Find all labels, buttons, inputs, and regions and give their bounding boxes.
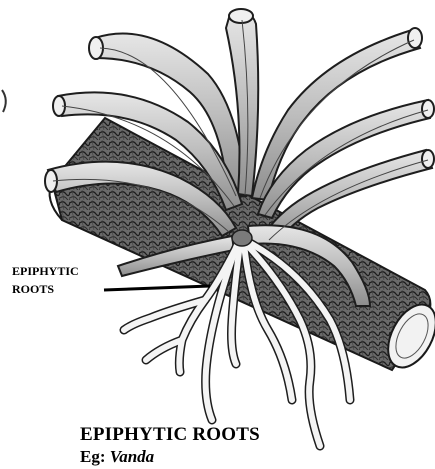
callout-label-line1: EPIPHYTIC [12,264,79,279]
caption-example: Eg: Vanda [80,447,154,467]
edge-stroke [2,90,6,112]
stem-base [232,230,252,246]
caption-title: EPIPHYTIC ROOTS [80,424,260,446]
label-leader-line [104,286,210,290]
caption-example-species: Vanda [110,447,154,466]
callout-label-line2: ROOTS [12,282,54,297]
caption-example-prefix: Eg: [80,447,110,466]
